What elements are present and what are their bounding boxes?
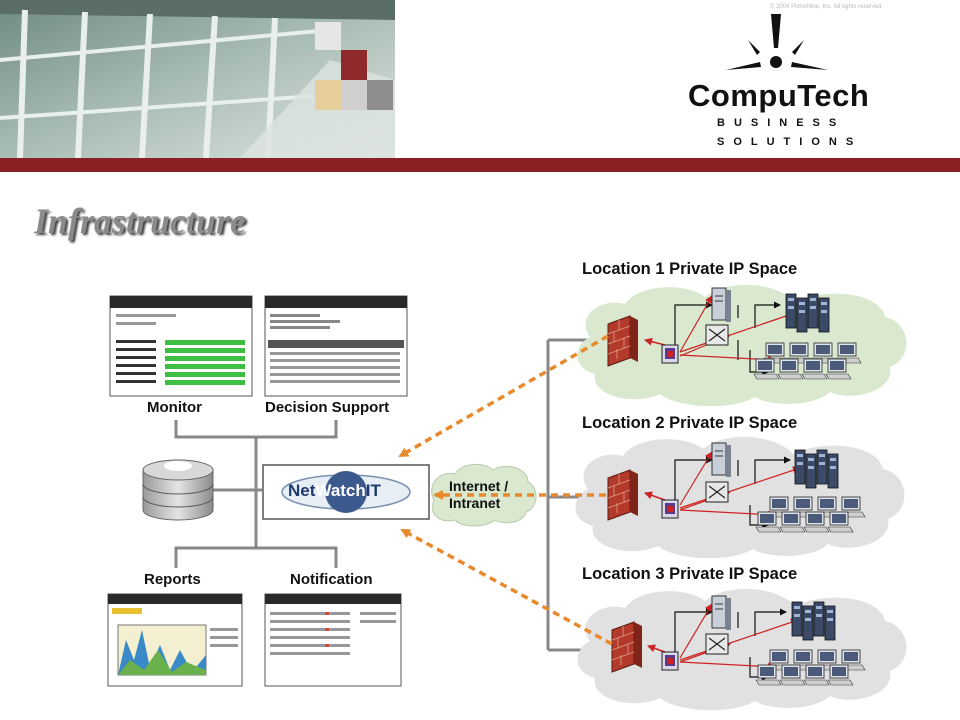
flow-arrow-location-3: [400, 528, 613, 646]
decision-support-screenshot: [264, 295, 408, 397]
header-divider-bar: [0, 158, 960, 172]
label-notification: Notification: [290, 571, 373, 588]
header-building-photo: [0, 0, 395, 158]
notification-screenshot: [264, 593, 402, 687]
location-1-devices: [607, 287, 862, 380]
flow-arrow-location-1: [398, 334, 609, 458]
brand-subtitle-business: BUSINESS: [717, 117, 846, 129]
brand-name: CompuTech: [688, 78, 870, 113]
monitor-screenshot: [109, 295, 253, 397]
netwatch-name-mid: Watch: [315, 481, 366, 500]
label-decision-support: Decision Support: [265, 399, 390, 416]
database-icon: [142, 459, 214, 521]
label-intranet: Intranet: [449, 495, 501, 511]
label-reports: Reports: [144, 571, 201, 588]
reports-screenshot: [107, 593, 243, 687]
netwatch-name-right: IT: [365, 481, 381, 500]
netwatch-logo-text: NetWatchIT: [288, 481, 381, 501]
location-3-devices: [611, 595, 866, 686]
computech-logo-icon: [726, 14, 828, 70]
label-location-1: Location 1 Private IP Space: [582, 260, 798, 278]
label-location-2: Location 2 Private IP Space: [582, 414, 798, 432]
netwatch-name-left: Net: [288, 481, 316, 500]
brand-subtitle-solutions: SOLUTIONS: [717, 136, 863, 148]
copyright-notice: © 2004 PrimeNine, Inc. All rights reserv…: [770, 4, 884, 10]
slide-title: Infrastructure: [34, 201, 247, 241]
label-location-3: Location 3 Private IP Space: [582, 565, 798, 583]
label-monitor: Monitor: [147, 399, 202, 416]
label-internet: Internet /: [449, 478, 509, 494]
location-2-devices: [607, 442, 866, 533]
